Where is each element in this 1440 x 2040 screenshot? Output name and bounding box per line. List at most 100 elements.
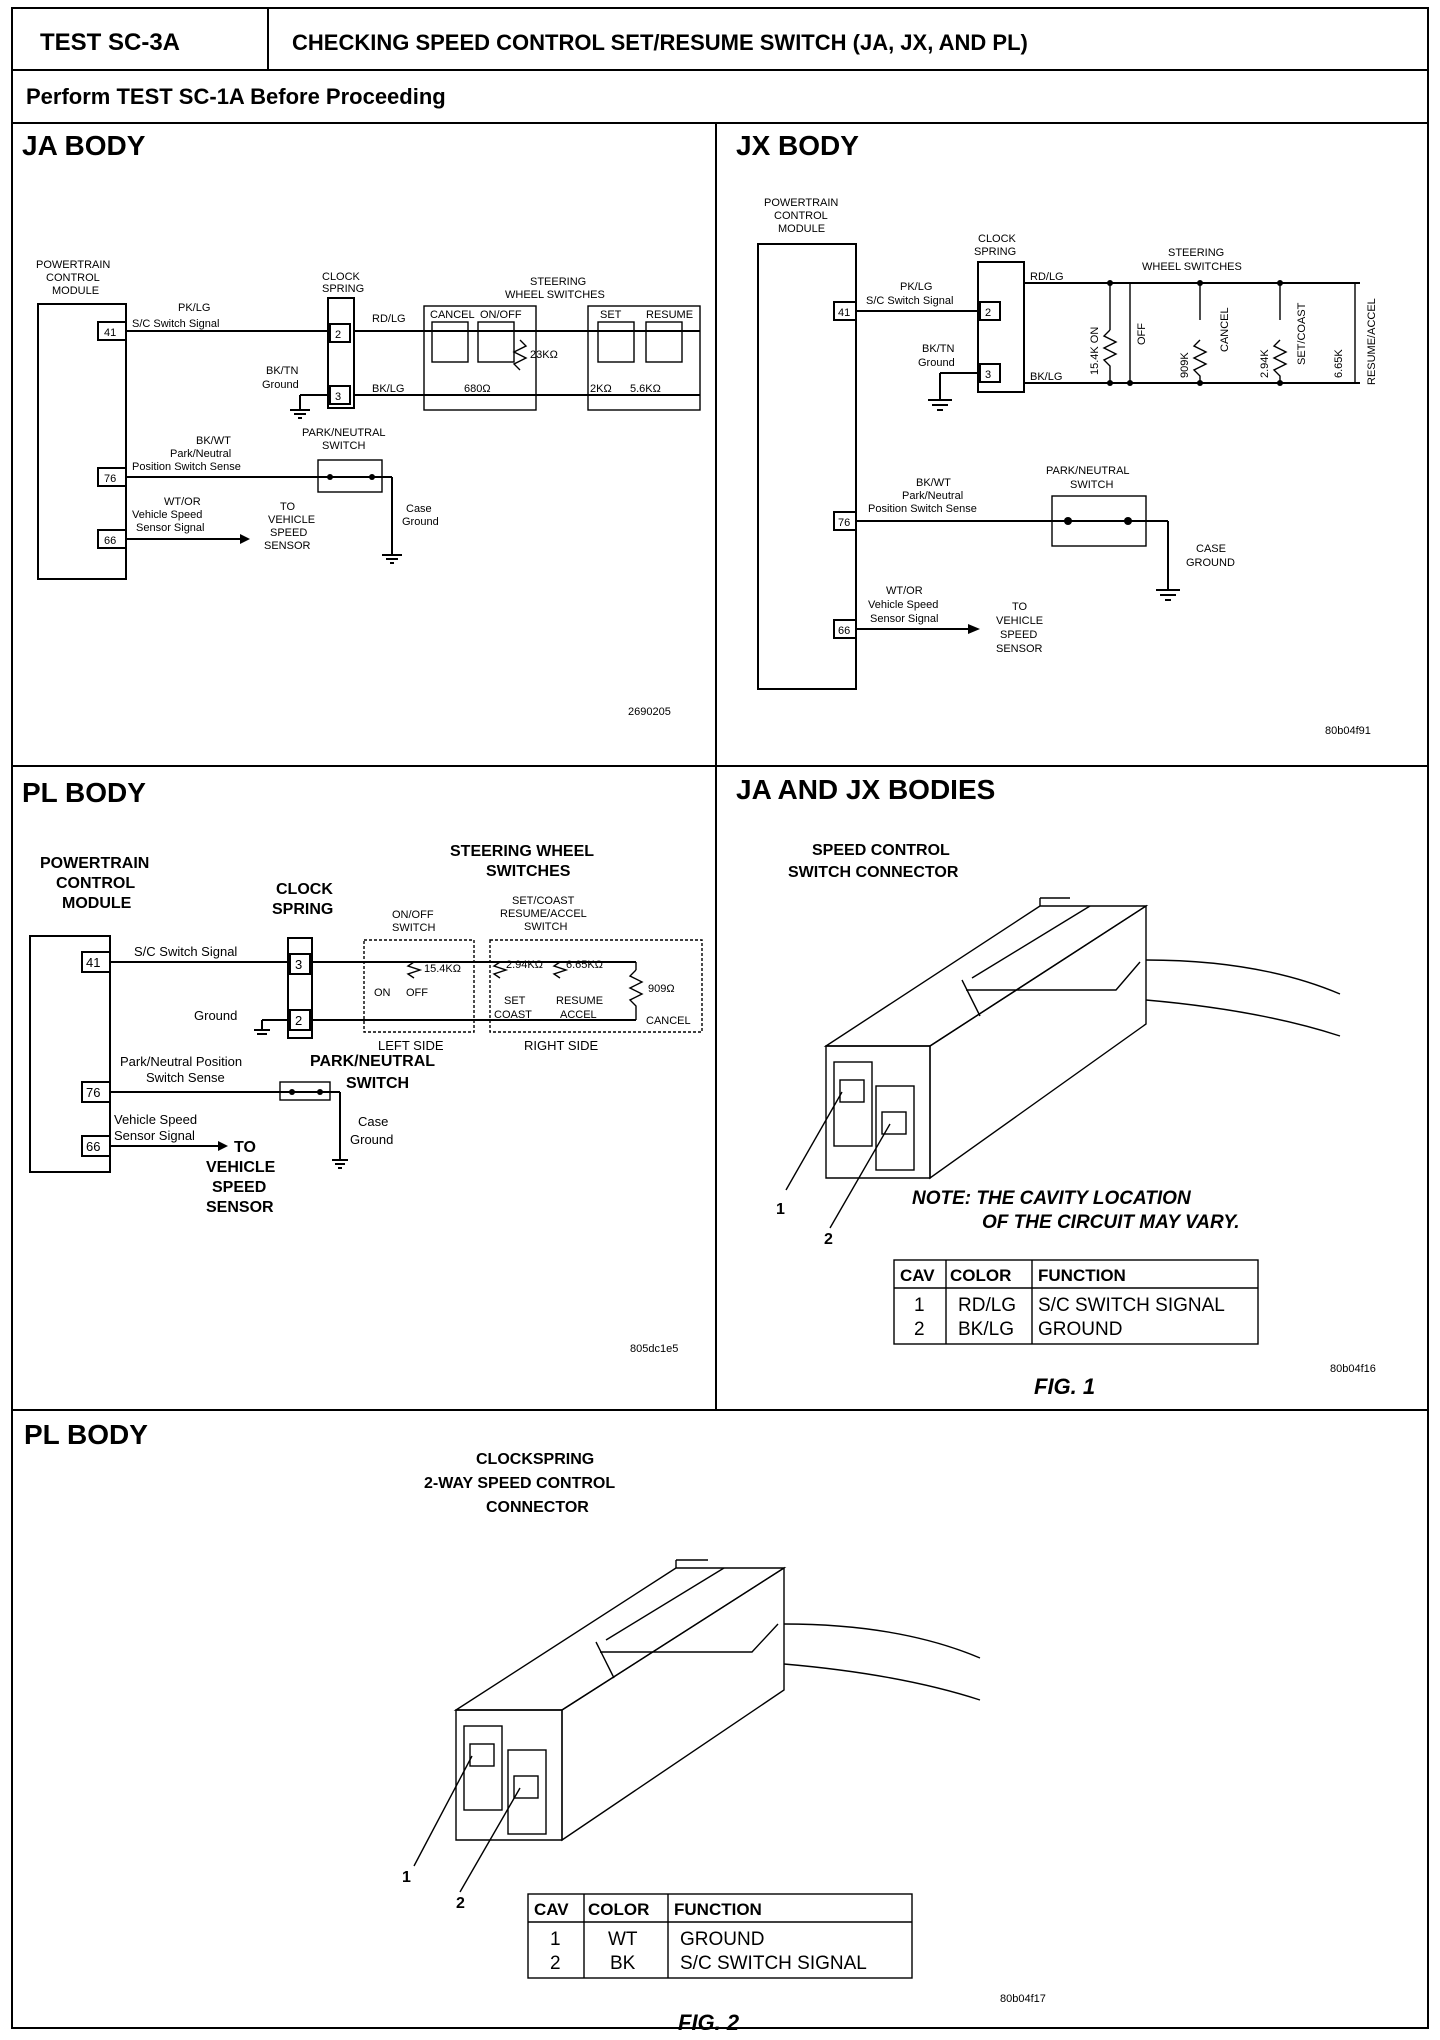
ja-heading: JA BODY	[22, 130, 146, 161]
svg-text:CAV: CAV	[534, 1900, 569, 1919]
svg-text:1: 1	[914, 1295, 925, 1316]
callout-2: 2	[456, 1895, 465, 1912]
svg-text:S/C SWITCH SIGNAL: S/C SWITCH SIGNAL	[680, 1953, 867, 1974]
svg-text:SENSOR: SENSOR	[996, 643, 1043, 655]
svg-text:ON: ON	[374, 987, 391, 999]
svg-text:PK/LG: PK/LG	[178, 302, 210, 314]
clockspring-connector-drawing	[453, 1559, 981, 1842]
svg-text:OFF: OFF	[1136, 323, 1148, 345]
svg-text:SET: SET	[504, 995, 526, 1007]
ja-pcm-label: POWERTRAIN	[36, 259, 110, 271]
svg-text:Switch Sense: Switch Sense	[146, 1070, 225, 1085]
svg-text:Sensor Signal: Sensor Signal	[136, 522, 205, 534]
svg-text:909K: 909K	[1179, 352, 1191, 378]
svg-text:2: 2	[335, 329, 341, 341]
svg-text:BK/TN: BK/TN	[922, 343, 954, 355]
svg-text:15.4K ON: 15.4K ON	[1089, 327, 1101, 375]
svg-text:Ground: Ground	[350, 1132, 393, 1147]
fig1-label: FIG. 1	[1034, 1374, 1095, 1399]
svg-text:GROUND: GROUND	[680, 1929, 764, 1950]
svg-text:Ground: Ground	[194, 1008, 237, 1023]
svg-text:OF THE CIRCUIT MAY VARY.: OF THE CIRCUIT MAY VARY.	[982, 1212, 1240, 1233]
svg-text:3: 3	[335, 391, 341, 403]
jx-pcm-label: POWERTRAIN	[764, 197, 838, 209]
svg-text:GROUND: GROUND	[1038, 1319, 1122, 1340]
ja-figure-id: 2690205	[628, 706, 671, 718]
svg-text:Ground: Ground	[402, 516, 439, 528]
ja-body-diagram: JA BODY POWERTRAIN CONTROL MODULE 41 76 …	[22, 130, 701, 718]
test-id: TEST SC-3A	[40, 29, 180, 56]
svg-text:66: 66	[86, 1139, 100, 1154]
svg-text:SWITCH: SWITCH	[524, 921, 567, 933]
pl2-figure-id: 80b04f17	[1000, 1993, 1046, 2005]
svg-text:FUNCTION: FUNCTION	[1038, 1266, 1126, 1285]
jajx-heading: JA AND JX BODIES	[736, 774, 995, 805]
svg-text:Position Switch Sense: Position Switch Sense	[868, 503, 977, 515]
svg-text:BK/WT: BK/WT	[916, 477, 951, 489]
svg-text:BK/TN: BK/TN	[266, 365, 298, 377]
svg-text:2: 2	[985, 307, 991, 319]
ja-steering-label: STEERING	[530, 276, 586, 288]
svg-text:SPEED: SPEED	[1000, 629, 1037, 641]
svg-text:909Ω: 909Ω	[648, 983, 675, 995]
svg-text:MODULE: MODULE	[62, 895, 132, 912]
pl-connector-figure: PL BODY CLOCKSPRING 2-WAY SPEED CONTROL …	[24, 1419, 1046, 2035]
svg-text:RESUME/ACCEL: RESUME/ACCEL	[1366, 298, 1378, 385]
svg-text:680Ω: 680Ω	[464, 383, 491, 395]
svg-text:41: 41	[104, 327, 116, 339]
svg-text:S/C Switch Signal: S/C Switch Signal	[132, 318, 219, 330]
svg-text:BK: BK	[610, 1953, 636, 1974]
svg-text:COAST: COAST	[494, 1009, 532, 1021]
svg-text:41: 41	[86, 955, 100, 970]
svg-text:WHEEL SWITCHES: WHEEL SWITCHES	[505, 289, 605, 301]
pl-body-diagram: PL BODY POWERTRAIN CONTROL MODULE 41 76 …	[22, 777, 703, 1355]
svg-text:Park/Neutral: Park/Neutral	[902, 490, 963, 502]
svg-text:Vehicle Speed: Vehicle Speed	[868, 599, 938, 611]
svg-text:SWITCH: SWITCH	[322, 440, 365, 452]
svg-text:Ground: Ground	[918, 357, 955, 369]
jx-heading: JX BODY	[736, 130, 859, 161]
svg-text:SPRING: SPRING	[272, 901, 333, 918]
svg-text:Vehicle Speed: Vehicle Speed	[132, 509, 202, 521]
svg-text:RD/LG: RD/LG	[372, 313, 406, 325]
pl-pcm-label: POWERTRAIN	[40, 855, 149, 872]
svg-text:2: 2	[550, 1953, 561, 1974]
svg-text:ACCEL: ACCEL	[560, 1009, 597, 1021]
jx-pcm-box	[757, 243, 857, 690]
svg-text:SWITCH: SWITCH	[392, 922, 435, 934]
jx-steering-label: STEERING	[1168, 247, 1224, 259]
svg-text:CANCEL: CANCEL	[1219, 307, 1231, 352]
svg-text:WT: WT	[608, 1929, 638, 1950]
test-title: CHECKING SPEED CONTROL SET/RESUME SWITCH…	[292, 30, 1028, 55]
svg-text:CONNECTOR: CONNECTOR	[486, 1499, 589, 1516]
svg-text:Sensor Signal: Sensor Signal	[870, 613, 939, 625]
svg-text:2.94KΩ: 2.94KΩ	[506, 959, 543, 971]
svg-text:TO: TO	[280, 501, 296, 513]
svg-text:CAV: CAV	[900, 1266, 935, 1285]
callout-2: 2	[824, 1231, 833, 1248]
svg-text:SWITCH: SWITCH	[1070, 479, 1113, 491]
svg-text:Case: Case	[358, 1114, 388, 1129]
pl-steering-label: STEERING WHEEL	[450, 843, 594, 860]
svg-text:TO: TO	[234, 1139, 256, 1156]
svg-text:3: 3	[295, 957, 302, 972]
svg-text:Position Switch Sense: Position Switch Sense	[132, 461, 241, 473]
jx-figure-id: 80b04f91	[1325, 725, 1371, 737]
svg-text:SPRING: SPRING	[974, 246, 1016, 258]
svg-text:6.65K: 6.65K	[1333, 349, 1345, 378]
svg-text:OFF: OFF	[406, 987, 428, 999]
pl-figure-id: 805dc1e5	[630, 1343, 678, 1355]
callout-1: 1	[776, 1201, 785, 1218]
svg-text:RD/LG: RD/LG	[1030, 271, 1064, 283]
fig1-cavity-table: CAV COLOR FUNCTION 1 RD/LG S/C SWITCH SI…	[893, 1259, 1259, 1345]
svg-text:SPRING: SPRING	[322, 283, 364, 295]
svg-text:2KΩ: 2KΩ	[590, 383, 612, 395]
svg-text:PARK/NEUTRAL: PARK/NEUTRAL	[310, 1053, 435, 1070]
svg-text:VEHICLE: VEHICLE	[206, 1159, 276, 1176]
svg-text:VEHICLE: VEHICLE	[996, 615, 1043, 627]
svg-text:RESUME: RESUME	[646, 309, 693, 321]
svg-text:PARK/NEUTRAL: PARK/NEUTRAL	[302, 427, 386, 439]
pl-heading: PL BODY	[22, 777, 146, 808]
svg-text:23KΩ: 23KΩ	[530, 349, 558, 361]
